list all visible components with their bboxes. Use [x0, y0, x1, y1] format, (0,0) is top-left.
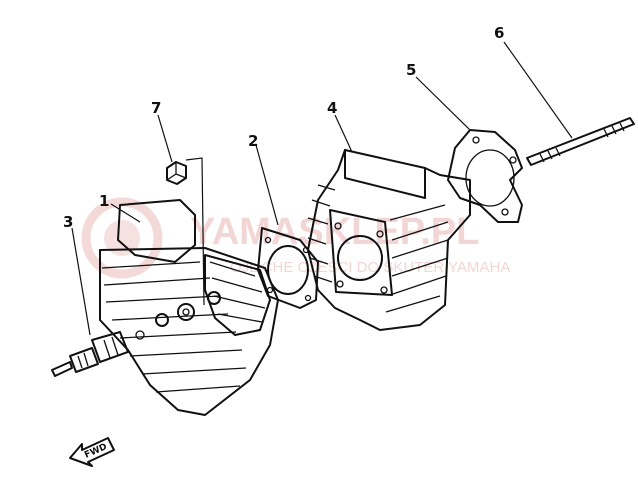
part-label-2: 2: [248, 132, 258, 150]
part-labels: 1 2 3 4 5 6 7: [63, 24, 504, 231]
cylinder-head: [99, 199, 279, 416]
part-label-4: 4: [327, 99, 337, 117]
watermark-brand: YAMASKLEP.PL: [190, 211, 479, 253]
leader-lines: [71, 41, 573, 336]
spark-plug: [51, 331, 129, 377]
head-nut: [166, 161, 187, 185]
leader-4: [334, 114, 353, 153]
leader-1: [110, 203, 141, 223]
leader-3: [71, 227, 91, 336]
watermark-tagline: OJLICHE CZESCI DO SKUTER YAMAHA: [230, 259, 510, 276]
head-gasket: [257, 227, 319, 309]
watermark-logo-ring: [81, 197, 163, 279]
cylinder: [307, 149, 471, 331]
part-label-5: 5: [406, 61, 416, 79]
leader-7-stud: [185, 157, 205, 306]
stud-bolt: [526, 117, 635, 166]
base-gasket: [447, 129, 523, 223]
leader-2: [255, 144, 279, 226]
leader-5: [415, 76, 471, 131]
part-label-6: 6: [494, 24, 504, 42]
part-label-1: 1: [99, 192, 109, 210]
part-label-3: 3: [63, 213, 73, 231]
part-label-7: 7: [151, 99, 161, 117]
leader-7: [157, 114, 173, 163]
watermark-logo-core: [104, 220, 140, 256]
forward-direction-arrow: FWD: [69, 437, 115, 467]
leader-6: [503, 41, 573, 139]
